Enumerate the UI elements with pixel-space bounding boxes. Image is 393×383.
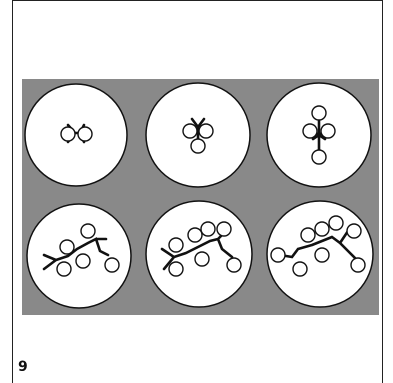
molecule-diagram: .disc { fill: #ffffff; stroke: #111; str… <box>24 82 374 309</box>
tile-6 <box>266 200 374 308</box>
tile-3 <box>266 82 372 188</box>
tile-5 <box>145 200 253 308</box>
tile-1 <box>24 83 128 187</box>
diagram-panel: .disc { fill: #ffffff; stroke: #111; str… <box>22 79 379 315</box>
tile-2 <box>145 82 251 188</box>
tile-4 <box>26 203 132 309</box>
page-number: 9 <box>18 359 28 375</box>
page-frame <box>12 0 383 383</box>
